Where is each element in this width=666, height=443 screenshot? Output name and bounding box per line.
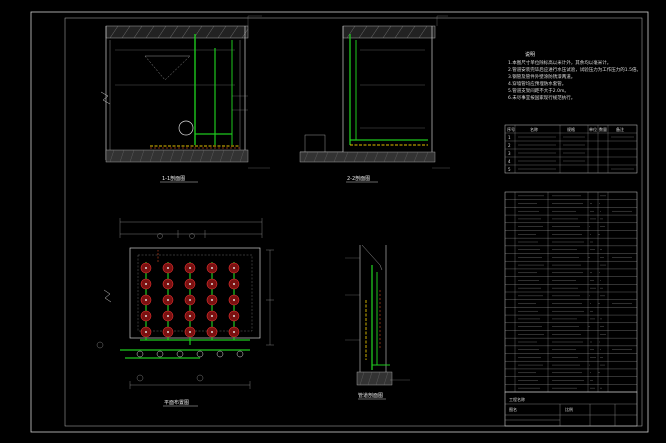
table-small-header-5: 数量 bbox=[599, 126, 607, 132]
title-block-project: 工程名称 bbox=[509, 396, 525, 402]
table-small-row-1: 1 bbox=[508, 135, 511, 140]
table-small-header-6: 备注 bbox=[616, 126, 624, 132]
title-block-drawing: 图名 bbox=[509, 406, 517, 412]
table-small-row-3: 3 bbox=[508, 151, 511, 156]
outer-frame bbox=[30, 11, 649, 433]
notes-heading: 说明 bbox=[525, 51, 535, 58]
elevation-b bbox=[299, 15, 450, 169]
notes-line-4: 4.穿墙管均应预埋防水套管。 bbox=[508, 80, 566, 87]
table-small-row-4: 4 bbox=[508, 159, 511, 164]
table-small-header-1: 序号 bbox=[507, 126, 515, 132]
material-table-large bbox=[504, 191, 638, 393]
elevation-a bbox=[100, 15, 270, 169]
inner-frame bbox=[64, 17, 643, 427]
table-small-header-4: 单位 bbox=[589, 126, 597, 132]
material-table-small: 序号 名称 规格 单位 数量 备注 1 2 3 4 5 bbox=[504, 124, 638, 174]
elevation-b-title: 2-2剖面图 bbox=[347, 175, 370, 182]
notes-block: 说明 1.本图尺寸单位除标高以米计外，其余均以毫米计。 2.管道安装完毕后应进行… bbox=[508, 51, 641, 101]
notes-line-5: 5.管道支架间距不大于2.0m。 bbox=[508, 87, 569, 94]
table-small-row-5: 5 bbox=[508, 167, 511, 172]
plan-title: 平面布置图 bbox=[164, 399, 189, 406]
table-small-row-2: 2 bbox=[508, 143, 511, 148]
plan-view bbox=[96, 218, 274, 389]
elevation-a-title: 1-1剖面图 bbox=[162, 175, 185, 182]
detail-section bbox=[345, 244, 410, 386]
table-small-header-2: 名称 bbox=[530, 126, 538, 132]
detail-title: 管道剖面图 bbox=[358, 392, 383, 399]
notes-line-3: 3.钢管及管件外壁涂防锈漆两道。 bbox=[508, 73, 575, 80]
notes-line-2: 2.管道安装完毕后应进行水压试验，试验压力为工作压力的1.5倍。 bbox=[508, 66, 641, 73]
notes-line-6: 6.未尽事宜按国家现行规范执行。 bbox=[508, 94, 575, 101]
notes-line-1: 1.本图尺寸单位除标高以米计外，其余均以毫米计。 bbox=[508, 59, 611, 66]
title-block: 工程名称 图名 比例 bbox=[504, 391, 638, 427]
table-small-header-3: 规格 bbox=[567, 126, 575, 132]
title-block-scale: 比例 bbox=[565, 406, 573, 412]
